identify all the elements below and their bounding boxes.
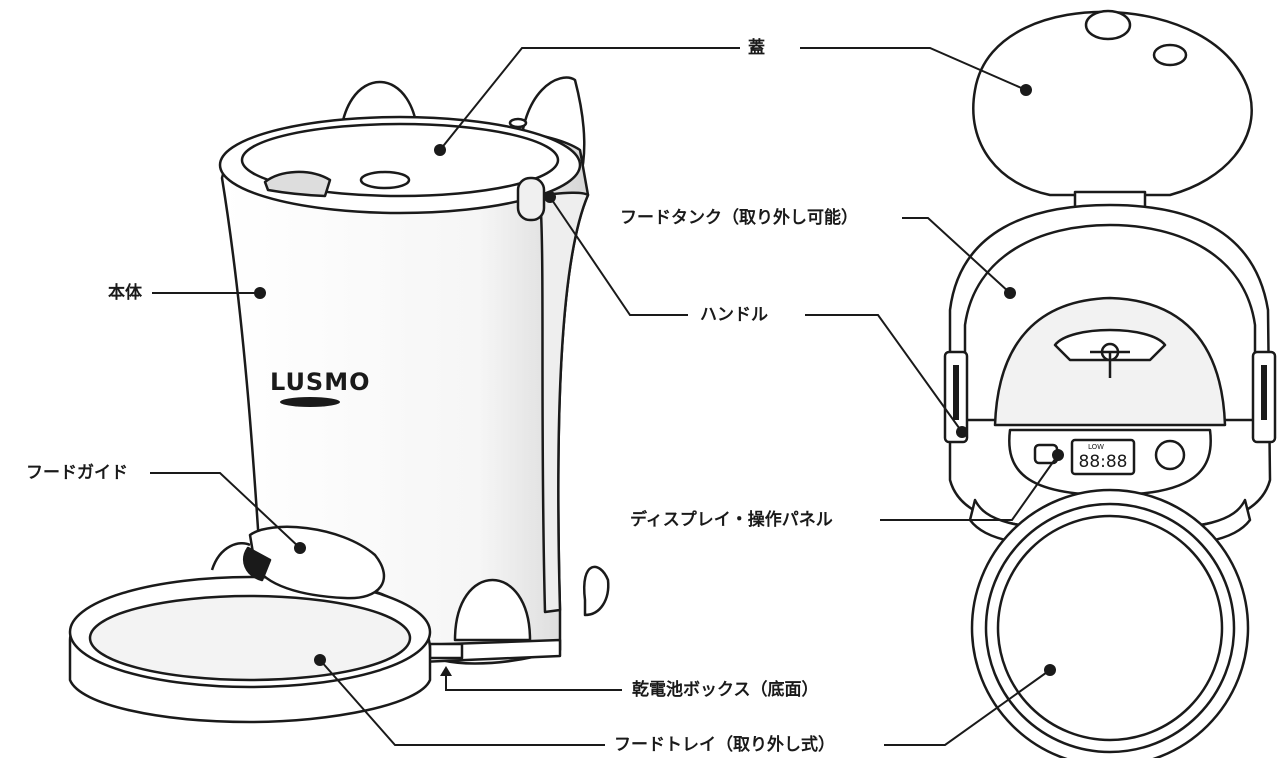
leader-handle-left — [549, 196, 688, 316]
leader-dots — [254, 84, 1064, 676]
leader-display — [880, 454, 1059, 521]
leader-lid-right — [800, 47, 1027, 91]
logo: LUSMO — [270, 368, 371, 396]
lcd-low-indicator: LOW — [1088, 443, 1104, 451]
food-guide — [248, 525, 386, 600]
front-foot — [453, 578, 532, 642]
logo-swoosh — [280, 397, 340, 407]
label-display-panel: ディスプレイ・操作パネル — [630, 510, 833, 530]
leader-food-tank — [902, 217, 1011, 294]
label-food-tray: フードトレイ（取り外し式） — [614, 735, 835, 755]
lcd-value: 88:88 — [1079, 452, 1128, 472]
handle-part — [516, 176, 546, 222]
battery-box — [428, 642, 464, 660]
leader-battery — [445, 674, 622, 691]
body-side-panel — [538, 191, 590, 614]
label-battery-box: 乾電池ボックス（底面） — [632, 680, 819, 700]
side-foot — [582, 565, 610, 617]
leader-tray-left — [319, 659, 605, 746]
label-handle: ハンドル — [700, 305, 768, 325]
leader-handle-right — [805, 314, 963, 433]
label-lid: 蓋 — [748, 38, 765, 58]
leader-lines — [150, 47, 1059, 746]
leader-food-guide — [150, 472, 301, 549]
feeder-exploded — [943, 9, 1277, 763]
label-body: 本体 — [108, 283, 142, 303]
feeder-assembled — [68, 76, 610, 724]
lcd-display — [1070, 438, 1136, 476]
leader-tray-right — [884, 669, 1051, 746]
label-food-guide: フードガイド — [26, 463, 128, 483]
label-food-tank: フードタンク（取り外し可能） — [620, 208, 858, 228]
leader-lid — [439, 47, 740, 151]
